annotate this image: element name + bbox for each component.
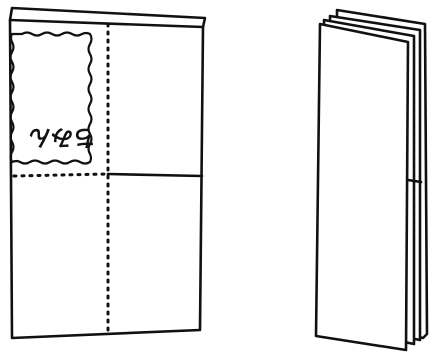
stamp-label: ちみん xyxy=(29,124,95,149)
unfolded-booklet: ちみん xyxy=(8,6,207,340)
stamp-frame xyxy=(9,31,93,165)
front-cover xyxy=(314,22,410,352)
booklet-outline xyxy=(8,18,205,340)
back-page-edge xyxy=(8,6,207,29)
horizontal-fold-line xyxy=(12,172,110,178)
horizontal-crease-line xyxy=(106,172,204,178)
folded-booklet xyxy=(314,8,429,352)
inner-crease-line xyxy=(406,178,423,184)
